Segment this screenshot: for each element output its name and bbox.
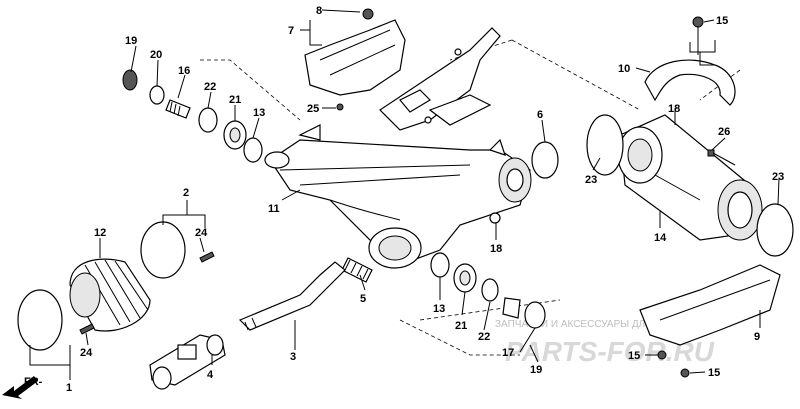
direction-label: FR- xyxy=(24,376,43,388)
callout-24-top: 24 xyxy=(195,227,208,239)
callout-16: 16 xyxy=(178,65,190,77)
callout-22: 22 xyxy=(204,81,216,93)
callout-7: 7 xyxy=(288,25,294,37)
callout-26: 26 xyxy=(718,126,730,138)
pivot-parts-left xyxy=(122,69,263,163)
leader-lines xyxy=(29,9,780,380)
callout-13-right: 13 xyxy=(433,303,445,315)
dashed-guides xyxy=(200,39,741,356)
small-screws xyxy=(79,251,215,335)
callout-14: 14 xyxy=(654,232,667,244)
bushing-5 xyxy=(341,257,373,283)
callout-15-bottom: 15 xyxy=(708,367,720,379)
callout-3: 3 xyxy=(290,351,296,363)
swingarm xyxy=(264,124,532,269)
callout-15-top: 15 xyxy=(716,15,728,27)
drive-shaft xyxy=(238,261,346,331)
pivot-parts-right xyxy=(430,212,546,329)
axle-housing xyxy=(617,114,763,241)
watermark-caption: ЗАПЧАСТИ И АКСЕССУАРЫ ДЛЯ МОТОТЕХНИКИ xyxy=(495,319,732,330)
callout-9: 9 xyxy=(754,331,760,343)
callout-20: 20 xyxy=(150,49,162,61)
callout-15-mid: 15 xyxy=(628,350,640,362)
callout-labels: 19 20 16 22 21 13 8 7 25 11 6 15 10 18 2… xyxy=(66,5,784,394)
callout-11: 11 xyxy=(268,203,280,215)
o-ring-right xyxy=(756,203,794,257)
callout-1: 1 xyxy=(66,382,72,394)
boot-bands xyxy=(17,221,186,351)
universal-joint xyxy=(149,334,226,390)
callout-13: 13 xyxy=(253,107,265,119)
callout-18-top: 18 xyxy=(668,103,680,115)
callout-6: 6 xyxy=(537,109,543,121)
callout-17: 17 xyxy=(502,347,514,359)
o-ring-left xyxy=(586,114,624,176)
callout-23-left: 23 xyxy=(585,174,597,186)
callout-23-right: 23 xyxy=(772,171,784,183)
callout-25: 25 xyxy=(307,103,319,115)
callout-12: 12 xyxy=(94,227,106,239)
skid-plate xyxy=(304,8,406,111)
callout-4: 4 xyxy=(207,369,214,381)
callout-2: 2 xyxy=(183,187,189,199)
lower-bracket xyxy=(639,264,781,378)
upper-bracket xyxy=(379,27,501,131)
bolt-26 xyxy=(707,149,736,166)
front-direction-arrow: FR- xyxy=(2,376,43,399)
callout-19: 19 xyxy=(125,35,137,47)
callout-21-right: 21 xyxy=(455,320,467,332)
rubber-boot xyxy=(69,258,151,332)
callout-5: 5 xyxy=(360,293,366,305)
callout-10: 10 xyxy=(618,63,630,75)
callout-24-bottom: 24 xyxy=(80,347,93,359)
o-ring-6 xyxy=(531,141,559,179)
callout-22-right: 22 xyxy=(478,331,490,343)
callout-19-right: 19 xyxy=(530,364,542,376)
callout-8: 8 xyxy=(316,5,322,17)
callout-18-mid: 18 xyxy=(490,243,502,255)
callout-21: 21 xyxy=(229,94,241,106)
